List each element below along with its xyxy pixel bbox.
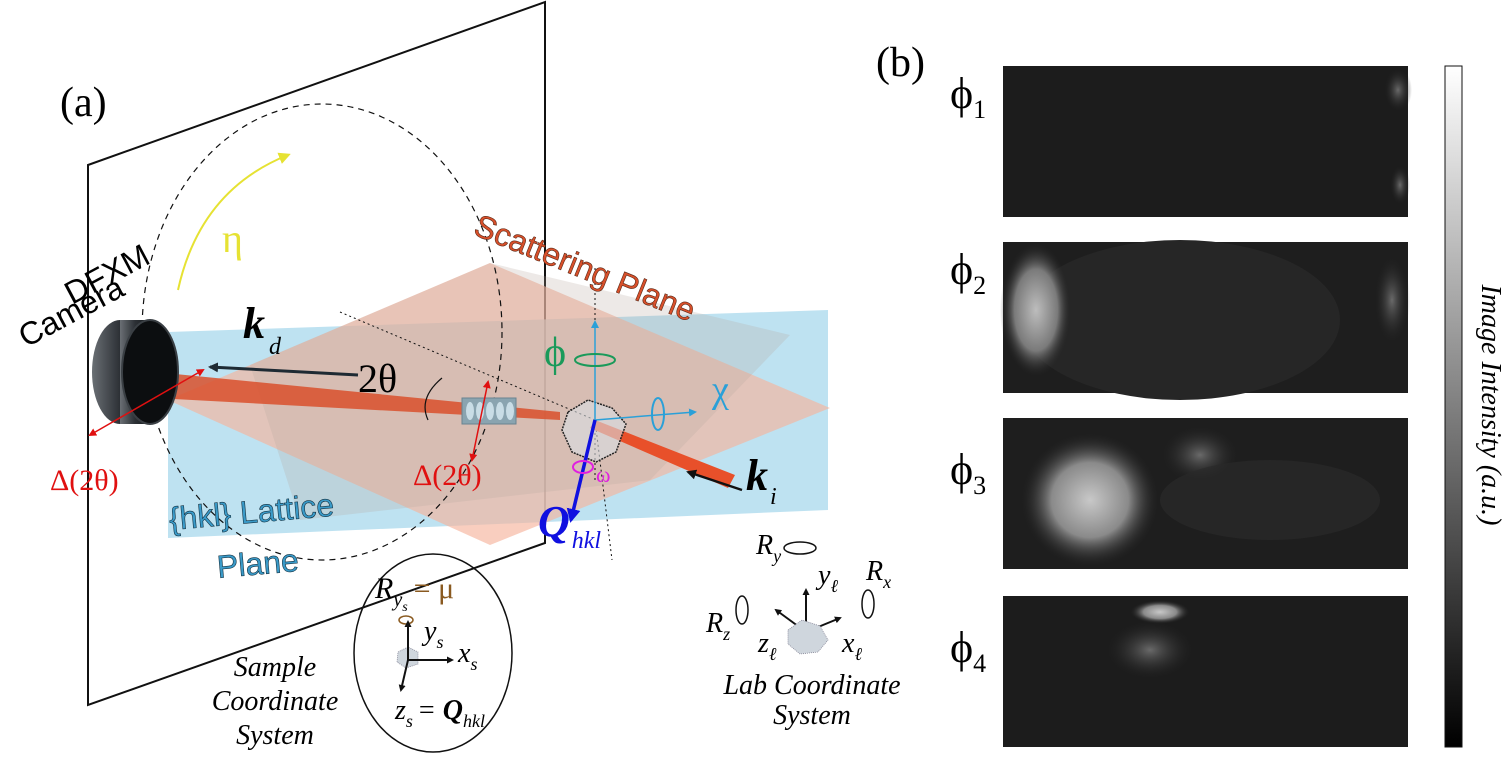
- lab-coordinate-system: Ry Rx Rz yℓ xℓ zℓ Lab Coordinate System: [705, 530, 901, 731]
- lab-rz-label: Rz: [705, 608, 730, 644]
- chi-rotation-icon: [651, 397, 665, 431]
- colorbar-label: Image Intensity (a.u.): [1475, 283, 1506, 525]
- lattice-plane-label-line2: Plane: [215, 542, 300, 585]
- omega-rotation-icon: [572, 460, 594, 474]
- lab-yl-label: yℓ: [815, 560, 838, 596]
- lab-cs-title-line2: System: [773, 700, 851, 731]
- zs-axis: [398, 659, 409, 692]
- rz-rotation-icon: [735, 595, 749, 625]
- lab-xl-label: xℓ: [841, 628, 862, 664]
- ki-arrow: [686, 469, 743, 492]
- ki-label: ki: [746, 451, 777, 510]
- q-vector: [566, 419, 597, 523]
- phi-image-1: [1003, 66, 1412, 217]
- lab-cs-crystal: [787, 619, 829, 655]
- sample-cs-title-line3: System: [236, 720, 314, 751]
- incident-beam: [590, 420, 735, 488]
- phi-row-label-2: ϕ2: [950, 245, 986, 300]
- ys-rotation-icon: [398, 615, 414, 625]
- sample-coordinate-system: Rys= μ ys xs zs=Qhkl Sample Coordinate S…: [212, 553, 513, 753]
- panel-b-label: (b): [876, 40, 925, 86]
- delta-arrow-left: [88, 369, 205, 436]
- lab-zl-label: zℓ: [757, 628, 777, 664]
- ys-label: ys: [421, 616, 443, 652]
- phi-image-4: [1003, 596, 1408, 747]
- phi-image-2: [1000, 240, 1410, 400]
- construction-line: [594, 419, 613, 561]
- omega-label: ω: [596, 462, 610, 487]
- two-theta-arc: [424, 377, 443, 421]
- sample-cs-title-line1: Sample: [234, 652, 316, 683]
- phi-row-label-4: ϕ4: [950, 623, 986, 678]
- phi-image-3: [1003, 418, 1408, 569]
- q-label: Qhkl: [538, 497, 601, 554]
- xs-label: xs: [457, 638, 477, 674]
- chi-label: χ: [711, 369, 729, 411]
- two-theta-label: 2θ: [358, 356, 397, 401]
- eta-label: η: [222, 216, 243, 261]
- rx-rotation-icon: [861, 589, 875, 619]
- kd-arrow: [208, 362, 359, 377]
- delta-arrow-mid: [469, 380, 491, 462]
- detector-screen: [87, 0, 546, 707]
- phi-label: ϕ: [544, 330, 566, 376]
- phi-rotation-icon: [574, 353, 616, 367]
- panel-b: (b) ϕ1 ϕ2 ϕ3 ϕ4: [876, 40, 1506, 748]
- chi-axis: [594, 408, 697, 421]
- lab-cs-title-line1: Lab Coordinate: [722, 670, 900, 701]
- lab-ry-label: Ry: [755, 530, 781, 566]
- phi-row-label-3: ϕ3: [950, 445, 986, 500]
- zs-label: zs=Qhkl: [394, 695, 485, 731]
- construction-line: [339, 311, 596, 421]
- sample-cs-ry: Rys= μ: [374, 572, 454, 615]
- delta-left-label: Δ(2θ): [50, 464, 119, 497]
- lab-rx-label: Rx: [865, 556, 891, 592]
- diffracted-beam: [155, 372, 560, 420]
- intensity-colorbar: [1444, 65, 1463, 748]
- eta-arrow: [177, 152, 291, 291]
- sample-cs-title-line2: Coordinate: [212, 686, 339, 717]
- sample-cs-circle: [353, 553, 513, 753]
- panel-a-label: (a): [60, 80, 107, 126]
- ry-rotation-icon: [783, 541, 817, 555]
- delta-mid-label: Δ(2θ): [413, 459, 482, 492]
- phi-row-label-1: ϕ1: [950, 69, 986, 124]
